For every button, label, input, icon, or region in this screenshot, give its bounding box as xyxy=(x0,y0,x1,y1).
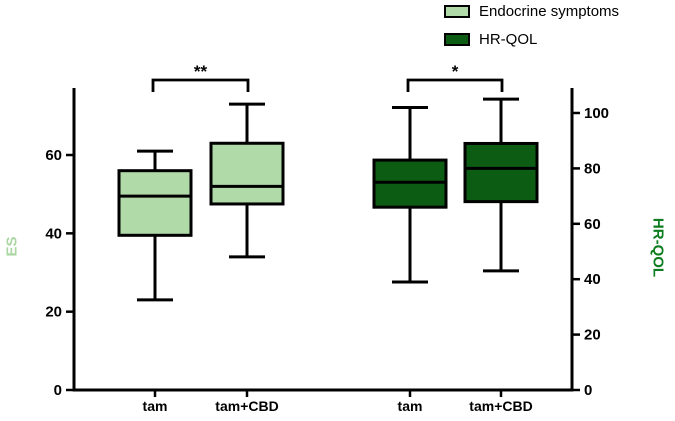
hrqol-swatch-icon xyxy=(444,33,470,46)
left-tick-label: 20 xyxy=(45,304,62,321)
right-tick-label: 100 xyxy=(584,105,609,122)
legend-item-hrqol: HR-QOL xyxy=(444,31,619,48)
category-label: tam xyxy=(398,398,423,414)
legend-label-hrqol: HR-QOL xyxy=(479,31,538,48)
legend-item-endocrine: Endocrine symptoms xyxy=(444,3,619,20)
box-0-0 xyxy=(117,169,193,237)
significance-bracket xyxy=(406,78,504,92)
right-axis-title: HR-QOL xyxy=(649,217,667,278)
left-axis-title: ES xyxy=(3,236,21,257)
endocrine-swatch-icon xyxy=(444,5,470,18)
right-tick-label: 40 xyxy=(584,271,601,288)
significance-stars: * xyxy=(452,62,459,81)
legend-label-endocrine: Endocrine symptoms xyxy=(479,3,620,20)
left-tick-label: 0 xyxy=(54,382,62,399)
left-tick-label: 60 xyxy=(45,147,62,164)
category-label: tam+CBD xyxy=(469,398,532,414)
category-label: tam xyxy=(143,398,168,414)
category-label: tam+CBD xyxy=(215,398,278,414)
box-1-1 xyxy=(463,141,539,204)
right-tick-label: 60 xyxy=(584,216,601,233)
left-tick-label: 40 xyxy=(45,225,62,242)
right-tick-label: 0 xyxy=(584,382,592,399)
significance-bracket xyxy=(151,78,250,92)
significance-stars: ** xyxy=(194,62,208,81)
right-tick-label: 20 xyxy=(584,327,601,344)
box-1-0 xyxy=(209,141,285,206)
right-tick-label: 80 xyxy=(584,160,601,177)
legend: Endocrine symptoms HR-QOL xyxy=(444,3,619,59)
